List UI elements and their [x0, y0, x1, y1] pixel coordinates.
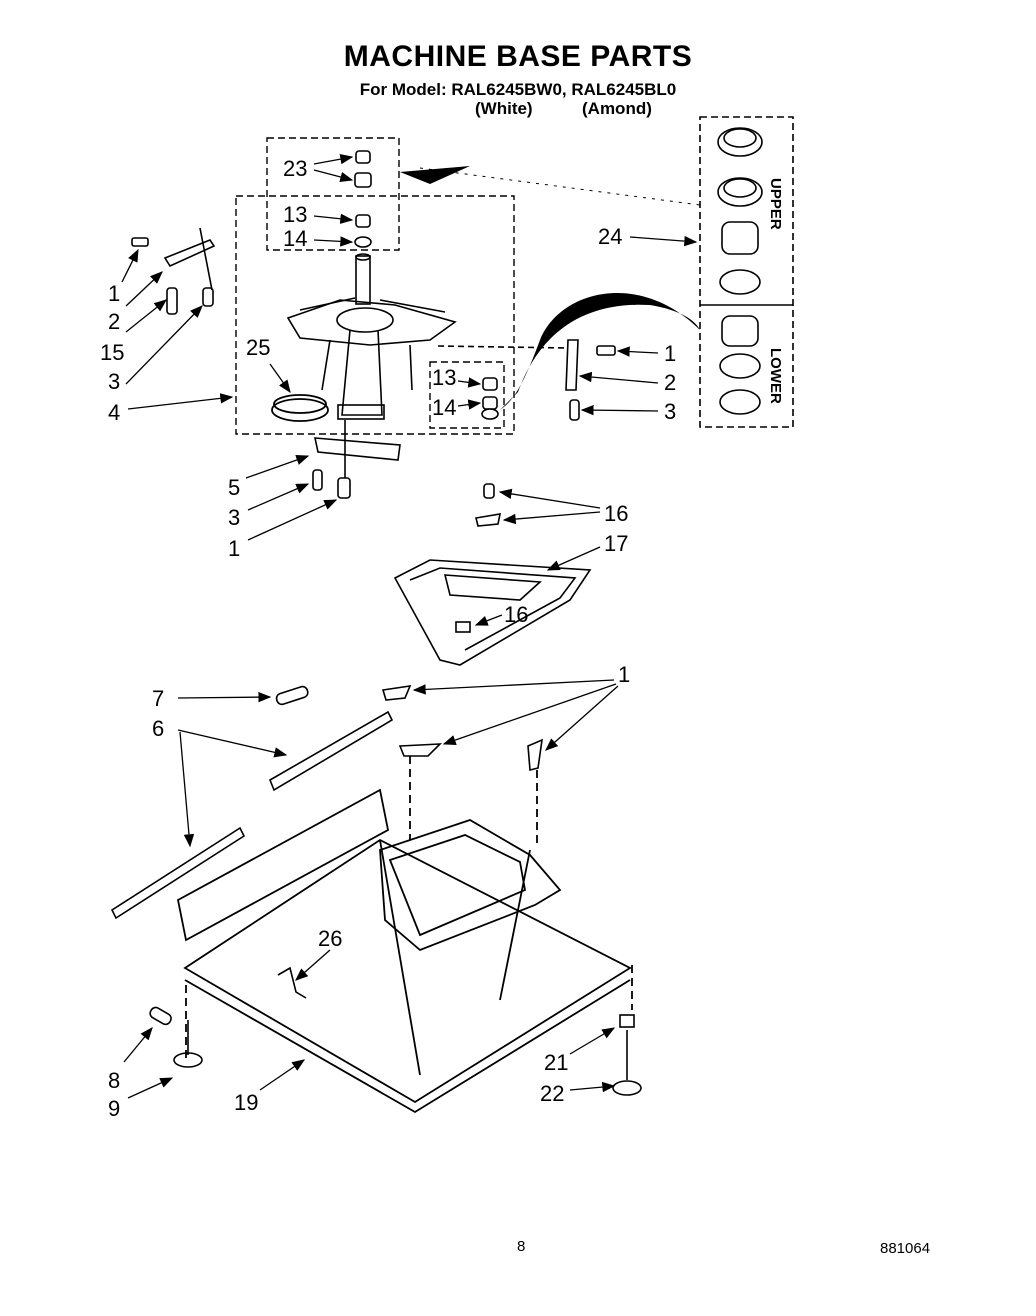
callout-8: 8 [108, 1068, 120, 1093]
callout-7: 7 [152, 686, 164, 711]
lower-label: LOWER [767, 348, 784, 404]
callout-9: 9 [108, 1096, 120, 1121]
callout-3: 3 [228, 505, 240, 530]
callout-13: 13 [432, 365, 456, 390]
callout-19: 19 [234, 1090, 258, 1115]
callout-4: 4 [108, 400, 120, 425]
callout-1: 1 [664, 341, 676, 366]
bushing-stack-13-14 [481, 377, 499, 420]
right-bracket-hardware [437, 339, 616, 421]
drive-block-assembly [286, 253, 457, 420]
callout-1: 1 [108, 281, 120, 306]
left-bracket-hardware [131, 227, 216, 315]
model-subtitle: For Model: RAL6245BW0, RAL6245BL0 [359, 80, 677, 99]
feet-and-clip [149, 966, 642, 1096]
callout-21: 21 [544, 1050, 568, 1075]
page-number: 8 [517, 1238, 526, 1255]
callout-26: 26 [318, 926, 342, 951]
leader-arrows [121, 154, 698, 1099]
brace-parts-6-7 [110, 685, 543, 920]
variant-almond-label: (Amond) [582, 99, 652, 118]
support-panel-17 [393, 483, 592, 666]
callout-17: 17 [604, 531, 628, 556]
callout-2: 2 [108, 309, 120, 334]
seal-25 [271, 394, 329, 422]
gear-panel [699, 116, 794, 428]
callout-16: 16 [604, 501, 628, 526]
dashed-group-box-main [235, 137, 515, 435]
callout-6: 6 [152, 716, 164, 741]
callout-13: 13 [283, 202, 307, 227]
base-frame-19 [176, 756, 633, 1114]
variant-white-label: (White) [475, 99, 533, 118]
bushing-stack-23 [354, 150, 372, 248]
bracket-5-hardware [312, 420, 401, 499]
callout-14: 14 [283, 226, 307, 251]
callout-14: 14 [432, 395, 456, 420]
callout-23: 23 [283, 156, 307, 181]
callout-15: 15 [100, 340, 124, 365]
callout-1: 1 [618, 662, 630, 687]
document-number: 881064 [880, 1240, 931, 1257]
callout-2: 2 [664, 370, 676, 395]
page-title: MACHINE BASE PARTS [343, 40, 693, 73]
callout-16: 16 [504, 602, 528, 627]
callout-3: 3 [108, 369, 120, 394]
callout-25: 25 [246, 335, 270, 360]
callout-3: 3 [664, 399, 676, 424]
callout-24: 24 [598, 224, 622, 249]
callout-1: 1 [228, 536, 240, 561]
callout-5: 5 [228, 475, 240, 500]
top-arrow [400, 166, 470, 184]
upper-label: UPPER [767, 178, 784, 230]
callout-22: 22 [540, 1081, 564, 1106]
